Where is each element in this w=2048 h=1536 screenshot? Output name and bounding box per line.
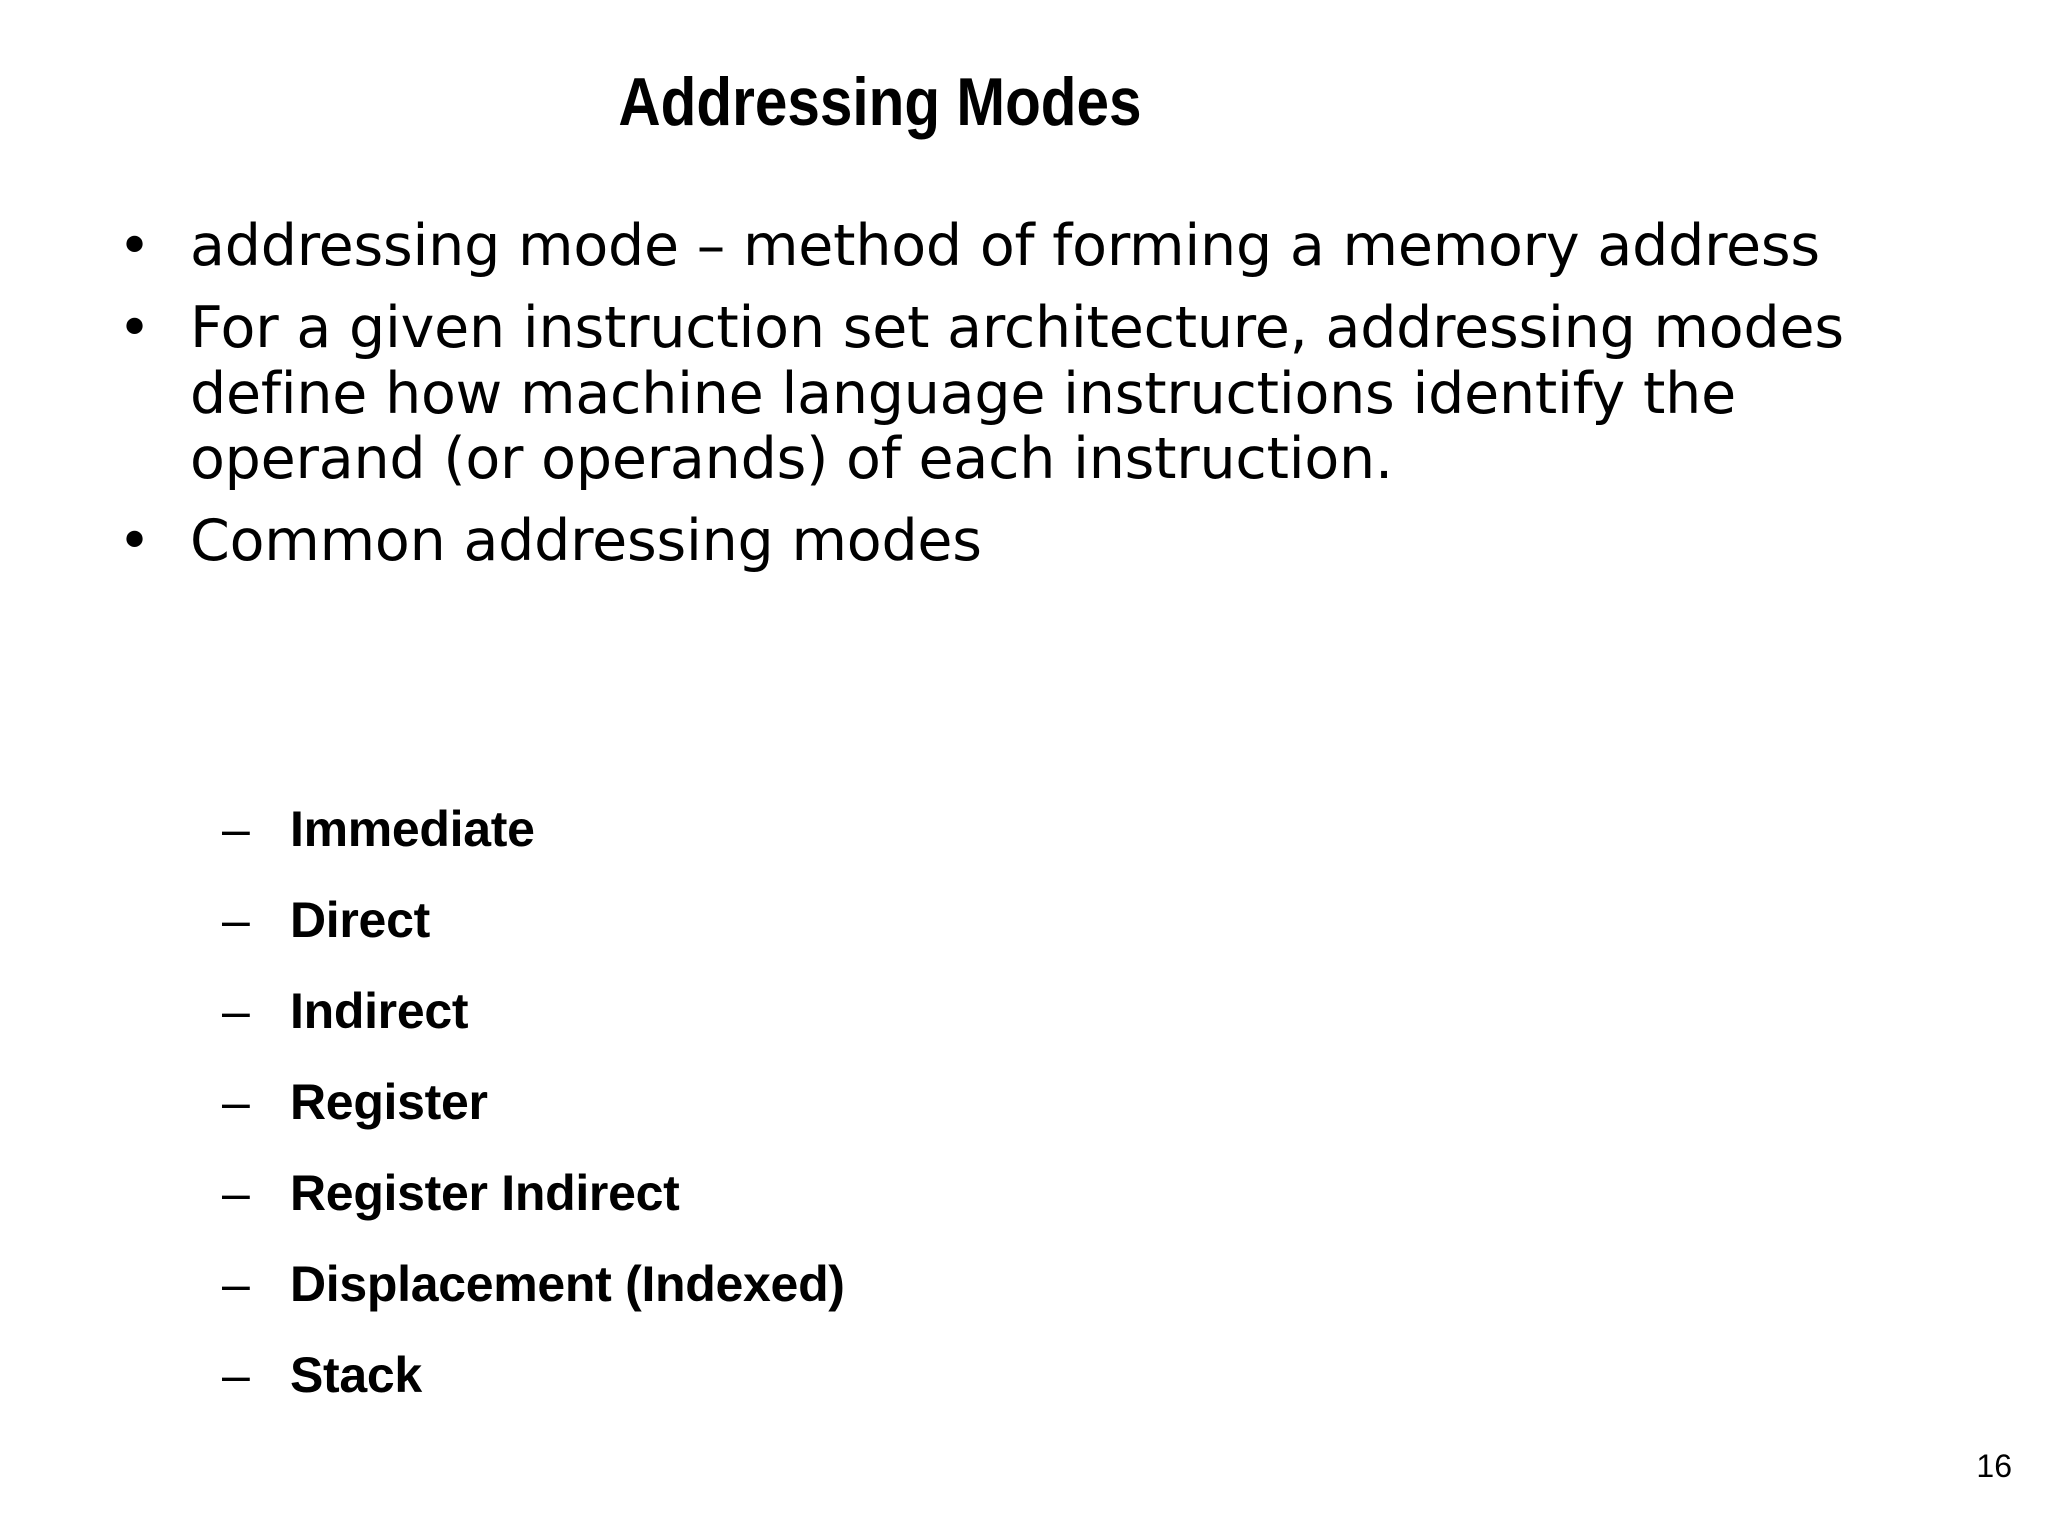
bullet-text: Common addressing modes: [190, 508, 982, 575]
sub-list-item-direct: – Direct: [0, 891, 2048, 982]
sub-bullet-label: Register: [290, 1074, 488, 1130]
sub-bullet-label: Immediate: [290, 801, 535, 857]
sub-list-item-stack: – Stack: [0, 1346, 2048, 1437]
dash-icon: –: [222, 1074, 250, 1130]
dash-icon: –: [222, 1165, 250, 1221]
sub-bullet-label: Indirect: [290, 983, 469, 1039]
bullet-dot-icon: •: [118, 295, 152, 361]
sub-list-item-register-indirect: – Register Indirect: [0, 1164, 2048, 1255]
sub-list-item-register: – Register: [0, 1073, 2048, 1164]
bullet-list: • addressing mode – method of forming a …: [0, 213, 2048, 591]
dash-icon: –: [222, 1256, 250, 1312]
bullet-dot-icon: •: [118, 509, 152, 575]
sub-bullet-label: Displacement (Indexed): [290, 1256, 845, 1312]
page-number: 16: [1976, 1448, 2012, 1484]
sub-bullet-label: Register Indirect: [290, 1165, 680, 1221]
sub-bullet-list: – Immediate – Direct – Indirect – Regist…: [0, 800, 2048, 1437]
list-item: • addressing mode – method of forming a …: [0, 213, 2048, 280]
sub-bullet-label: Stack: [290, 1347, 422, 1403]
dash-icon: –: [222, 801, 250, 857]
list-item: • For a given instruction set architectu…: [0, 294, 2048, 493]
sub-bullet-label: Direct: [290, 892, 430, 948]
sub-list-item-immediate: – Immediate: [0, 800, 2048, 891]
dash-icon: –: [222, 892, 250, 948]
bullet-text: addressing mode – method of forming a me…: [190, 213, 1820, 279]
sub-list-item-displacement: – Displacement (Indexed): [0, 1255, 2048, 1346]
dash-icon: –: [222, 983, 250, 1039]
bullet-dot-icon: •: [118, 214, 152, 279]
sub-list-item-indirect: – Indirect: [0, 982, 2048, 1073]
list-item: • Common addressing modes: [0, 508, 2048, 575]
dash-icon: –: [222, 1347, 250, 1403]
bullet-text: For a given instruction set architecture…: [190, 294, 1844, 493]
page-title: Addressing Modes: [618, 64, 1142, 140]
